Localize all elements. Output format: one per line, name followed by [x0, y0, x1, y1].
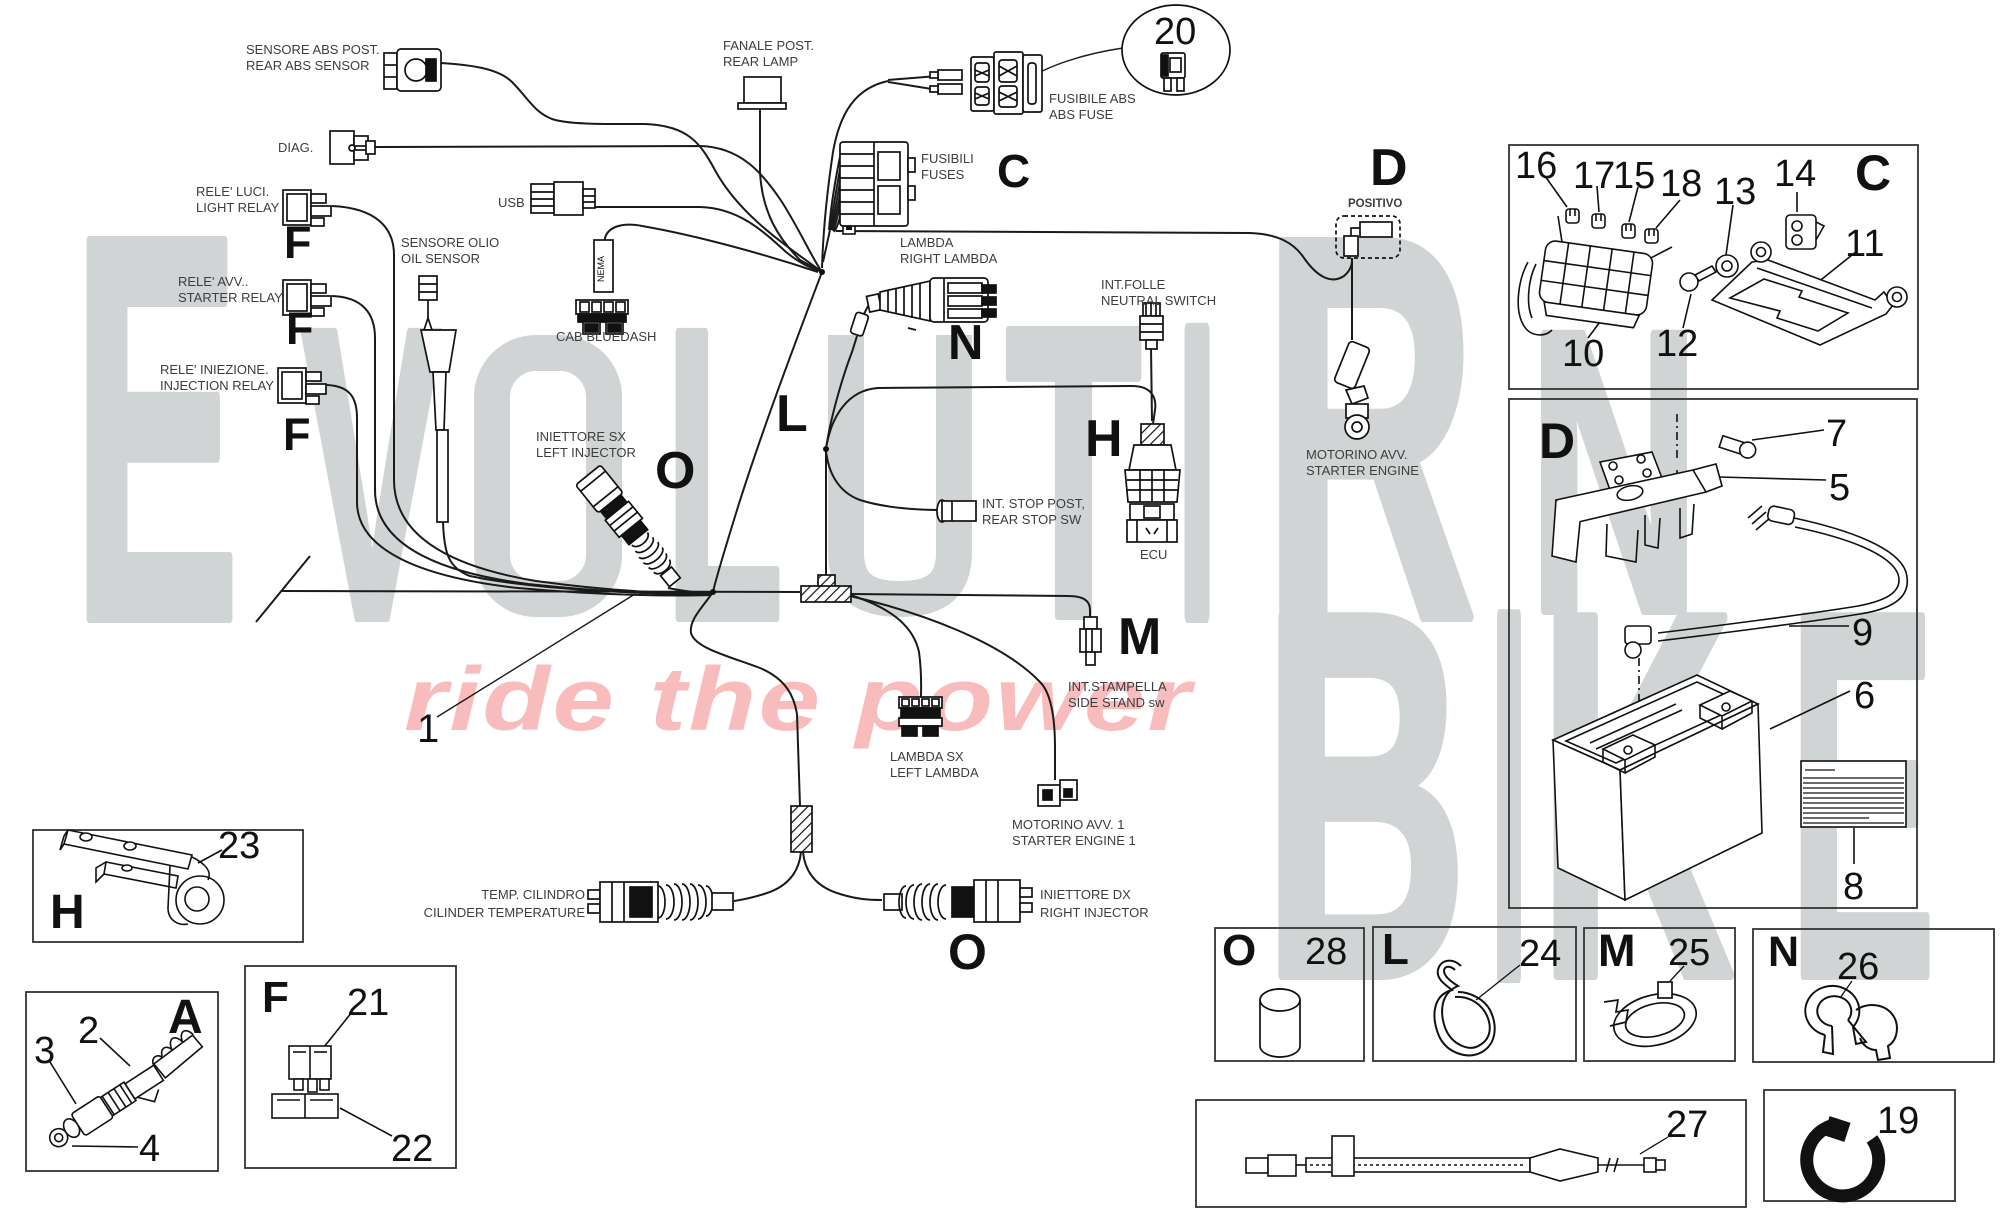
- svg-text:I: I: [1178, 241, 1216, 703]
- svg-text:RELE' AVV..: RELE' AVV..: [178, 274, 248, 289]
- svg-text:INIETTORE DX: INIETTORE DX: [1040, 887, 1131, 902]
- svg-text:STARTER ENGINE 1: STARTER ENGINE 1: [1012, 833, 1136, 848]
- svg-text:FUSES: FUSES: [921, 167, 965, 182]
- svg-text:16: 16: [1515, 145, 1557, 187]
- svg-text:L: L: [665, 243, 783, 705]
- svg-text:TEMP. CILINDRO: TEMP. CILINDRO: [481, 887, 585, 902]
- svg-text:SENSORE OLIO: SENSORE OLIO: [401, 235, 499, 250]
- svg-text:REAR STOP SW: REAR STOP SW: [982, 512, 1082, 527]
- svg-text:MOTORINO AVV. 1: MOTORINO AVV. 1: [1012, 817, 1124, 832]
- svg-text:10: 10: [1562, 333, 1604, 375]
- svg-text:LEFT INJECTOR: LEFT INJECTOR: [536, 445, 636, 460]
- svg-text:INT.FOLLE: INT.FOLLE: [1101, 277, 1166, 292]
- svg-text:LAMBDA SX: LAMBDA SX: [890, 749, 964, 764]
- svg-text:26: 26: [1837, 946, 1879, 988]
- svg-text:28: 28: [1305, 931, 1347, 973]
- svg-text:27: 27: [1666, 1104, 1708, 1146]
- svg-text:11: 11: [1845, 223, 1884, 265]
- svg-text:SIDE STAND sw: SIDE STAND sw: [1068, 695, 1165, 710]
- svg-text:STARTER ENGINE: STARTER ENGINE: [1306, 463, 1419, 478]
- svg-text:14: 14: [1774, 153, 1816, 195]
- svg-text:POSITIVO: POSITIVO: [1348, 198, 1402, 210]
- svg-text:INT. STOP POST,: INT. STOP POST,: [982, 496, 1085, 511]
- svg-text:H: H: [1085, 410, 1123, 468]
- svg-text:LEFT LAMBDA: LEFT LAMBDA: [890, 765, 979, 780]
- svg-text:FUSIBILI: FUSIBILI: [921, 151, 974, 166]
- svg-text:FANALE POST.: FANALE POST.: [723, 38, 814, 53]
- svg-text:RIGHT INJECTOR: RIGHT INJECTOR: [1040, 905, 1149, 920]
- svg-text:F: F: [286, 303, 314, 354]
- svg-text:N: N: [1768, 928, 1799, 976]
- svg-text:N: N: [948, 316, 983, 370]
- svg-text:D: D: [1370, 139, 1408, 197]
- svg-text:A: A: [168, 991, 203, 1044]
- svg-text:2: 2: [78, 1010, 99, 1052]
- svg-text:RIGHT LAMBDA: RIGHT LAMBDA: [900, 251, 998, 266]
- svg-text:23: 23: [218, 825, 260, 867]
- svg-text:E: E: [72, 123, 240, 735]
- svg-text:17: 17: [1573, 155, 1615, 197]
- svg-text:O: O: [948, 924, 987, 980]
- svg-text:ECU: ECU: [1140, 547, 1167, 562]
- svg-text:T: T: [1006, 241, 1141, 703]
- svg-text:CAB BLUEDASH: CAB BLUEDASH: [556, 329, 656, 344]
- svg-text:H: H: [50, 886, 85, 939]
- svg-text:ABS FUSE: ABS FUSE: [1049, 107, 1114, 122]
- svg-text:4: 4: [139, 1128, 160, 1170]
- svg-text:O: O: [655, 442, 695, 500]
- svg-text:USB: USB: [498, 195, 525, 210]
- svg-text:8: 8: [1843, 866, 1864, 908]
- svg-text:L: L: [776, 385, 808, 443]
- svg-text:DIAG.: DIAG.: [278, 140, 313, 155]
- svg-text:F: F: [284, 217, 312, 268]
- svg-text:24: 24: [1519, 933, 1561, 975]
- svg-text:FUSIBILE ABS: FUSIBILE ABS: [1049, 91, 1136, 106]
- svg-text:3: 3: [34, 1030, 55, 1072]
- svg-text:LIGHT RELAY: LIGHT RELAY: [196, 200, 280, 215]
- svg-text:18: 18: [1660, 163, 1702, 205]
- svg-text:6: 6: [1854, 675, 1875, 717]
- svg-text:12: 12: [1656, 323, 1698, 365]
- svg-text:M: M: [1118, 608, 1161, 666]
- svg-text:M: M: [1598, 925, 1636, 976]
- svg-text:V: V: [302, 243, 443, 705]
- svg-text:9: 9: [1852, 612, 1873, 654]
- svg-text:O: O: [1222, 926, 1256, 975]
- svg-text:F: F: [283, 409, 311, 460]
- svg-text:REAR ABS SENSOR: REAR ABS SENSOR: [246, 58, 370, 73]
- svg-text:NEUTRAL SWITCH: NEUTRAL SWITCH: [1101, 293, 1216, 308]
- svg-text:CILINDER TEMPERATURE: CILINDER TEMPERATURE: [424, 905, 586, 920]
- svg-text:C: C: [997, 145, 1030, 197]
- svg-text:7: 7: [1826, 413, 1847, 455]
- svg-text:MOTORINO AVV.: MOTORINO AVV.: [1306, 447, 1408, 462]
- svg-text:INJECTION RELAY: INJECTION RELAY: [160, 378, 274, 393]
- svg-text:20: 20: [1154, 11, 1196, 53]
- svg-text:STARTER RELAY: STARTER RELAY: [178, 290, 283, 305]
- svg-text:25: 25: [1668, 932, 1710, 974]
- svg-text:13: 13: [1714, 171, 1756, 213]
- svg-text:19: 19: [1877, 1100, 1919, 1142]
- svg-text:15: 15: [1613, 155, 1655, 197]
- svg-text:22: 22: [391, 1128, 433, 1170]
- svg-text:1: 1: [417, 707, 439, 751]
- svg-text:C: C: [1855, 145, 1891, 201]
- svg-text:F: F: [262, 973, 289, 1022]
- svg-text:LAMBDA: LAMBDA: [900, 235, 954, 250]
- svg-text:21: 21: [347, 982, 389, 1024]
- svg-text:L: L: [1382, 925, 1409, 974]
- svg-text:ride the power: ride the power: [404, 650, 1196, 750]
- svg-text:5: 5: [1829, 467, 1850, 509]
- svg-text:SENSORE ABS POST.: SENSORE ABS POST.: [246, 42, 380, 57]
- svg-text:D: D: [1539, 413, 1575, 469]
- svg-text:INT.STAMPELLA: INT.STAMPELLA: [1068, 679, 1167, 694]
- svg-text:RELE' LUCI.: RELE' LUCI.: [196, 184, 269, 199]
- svg-text:NEMA: NEMA: [596, 256, 606, 282]
- svg-text:INIETTORE SX: INIETTORE SX: [536, 429, 626, 444]
- svg-text:OIL SENSOR: OIL SENSOR: [401, 251, 480, 266]
- svg-text:REAR LAMP: REAR LAMP: [723, 54, 798, 69]
- svg-text:RELE' INIEZIONE.: RELE' INIEZIONE.: [160, 362, 269, 377]
